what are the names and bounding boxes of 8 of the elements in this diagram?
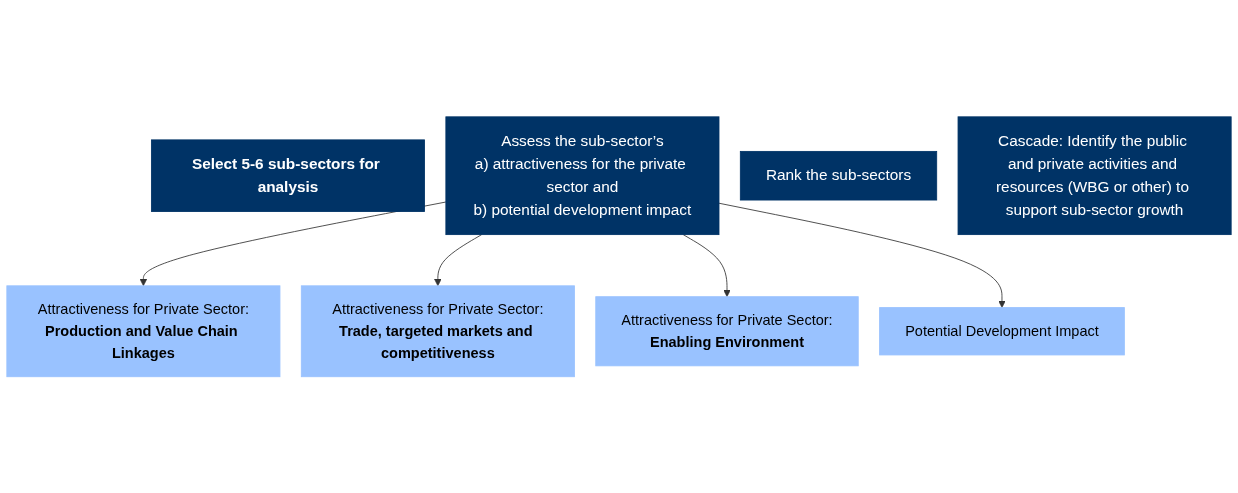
node-box: Potential Development Impact	[879, 306, 1125, 356]
node-box: Attractiveness for Private Sector: Enabling Environment	[595, 296, 859, 366]
node-box: Select 5-6 sub-sectors for analysis	[151, 139, 425, 212]
node-box: Attractiveness for Private Sector: Production and Value Chain Linkages	[6, 285, 281, 377]
node-box: Cascade: Identify the public and private activities and resources (WBG or other) to support sub-sector growth	[957, 116, 1232, 235]
node-box: Assess the sub-sector’s a) attractiveness for the private sector and b) potential development impact	[445, 116, 720, 235]
node-box: Attractiveness for Private Sector: Trade, targeted markets and competitiveness	[300, 285, 575, 377]
node-box: Rank the sub-sectors	[739, 150, 938, 201]
